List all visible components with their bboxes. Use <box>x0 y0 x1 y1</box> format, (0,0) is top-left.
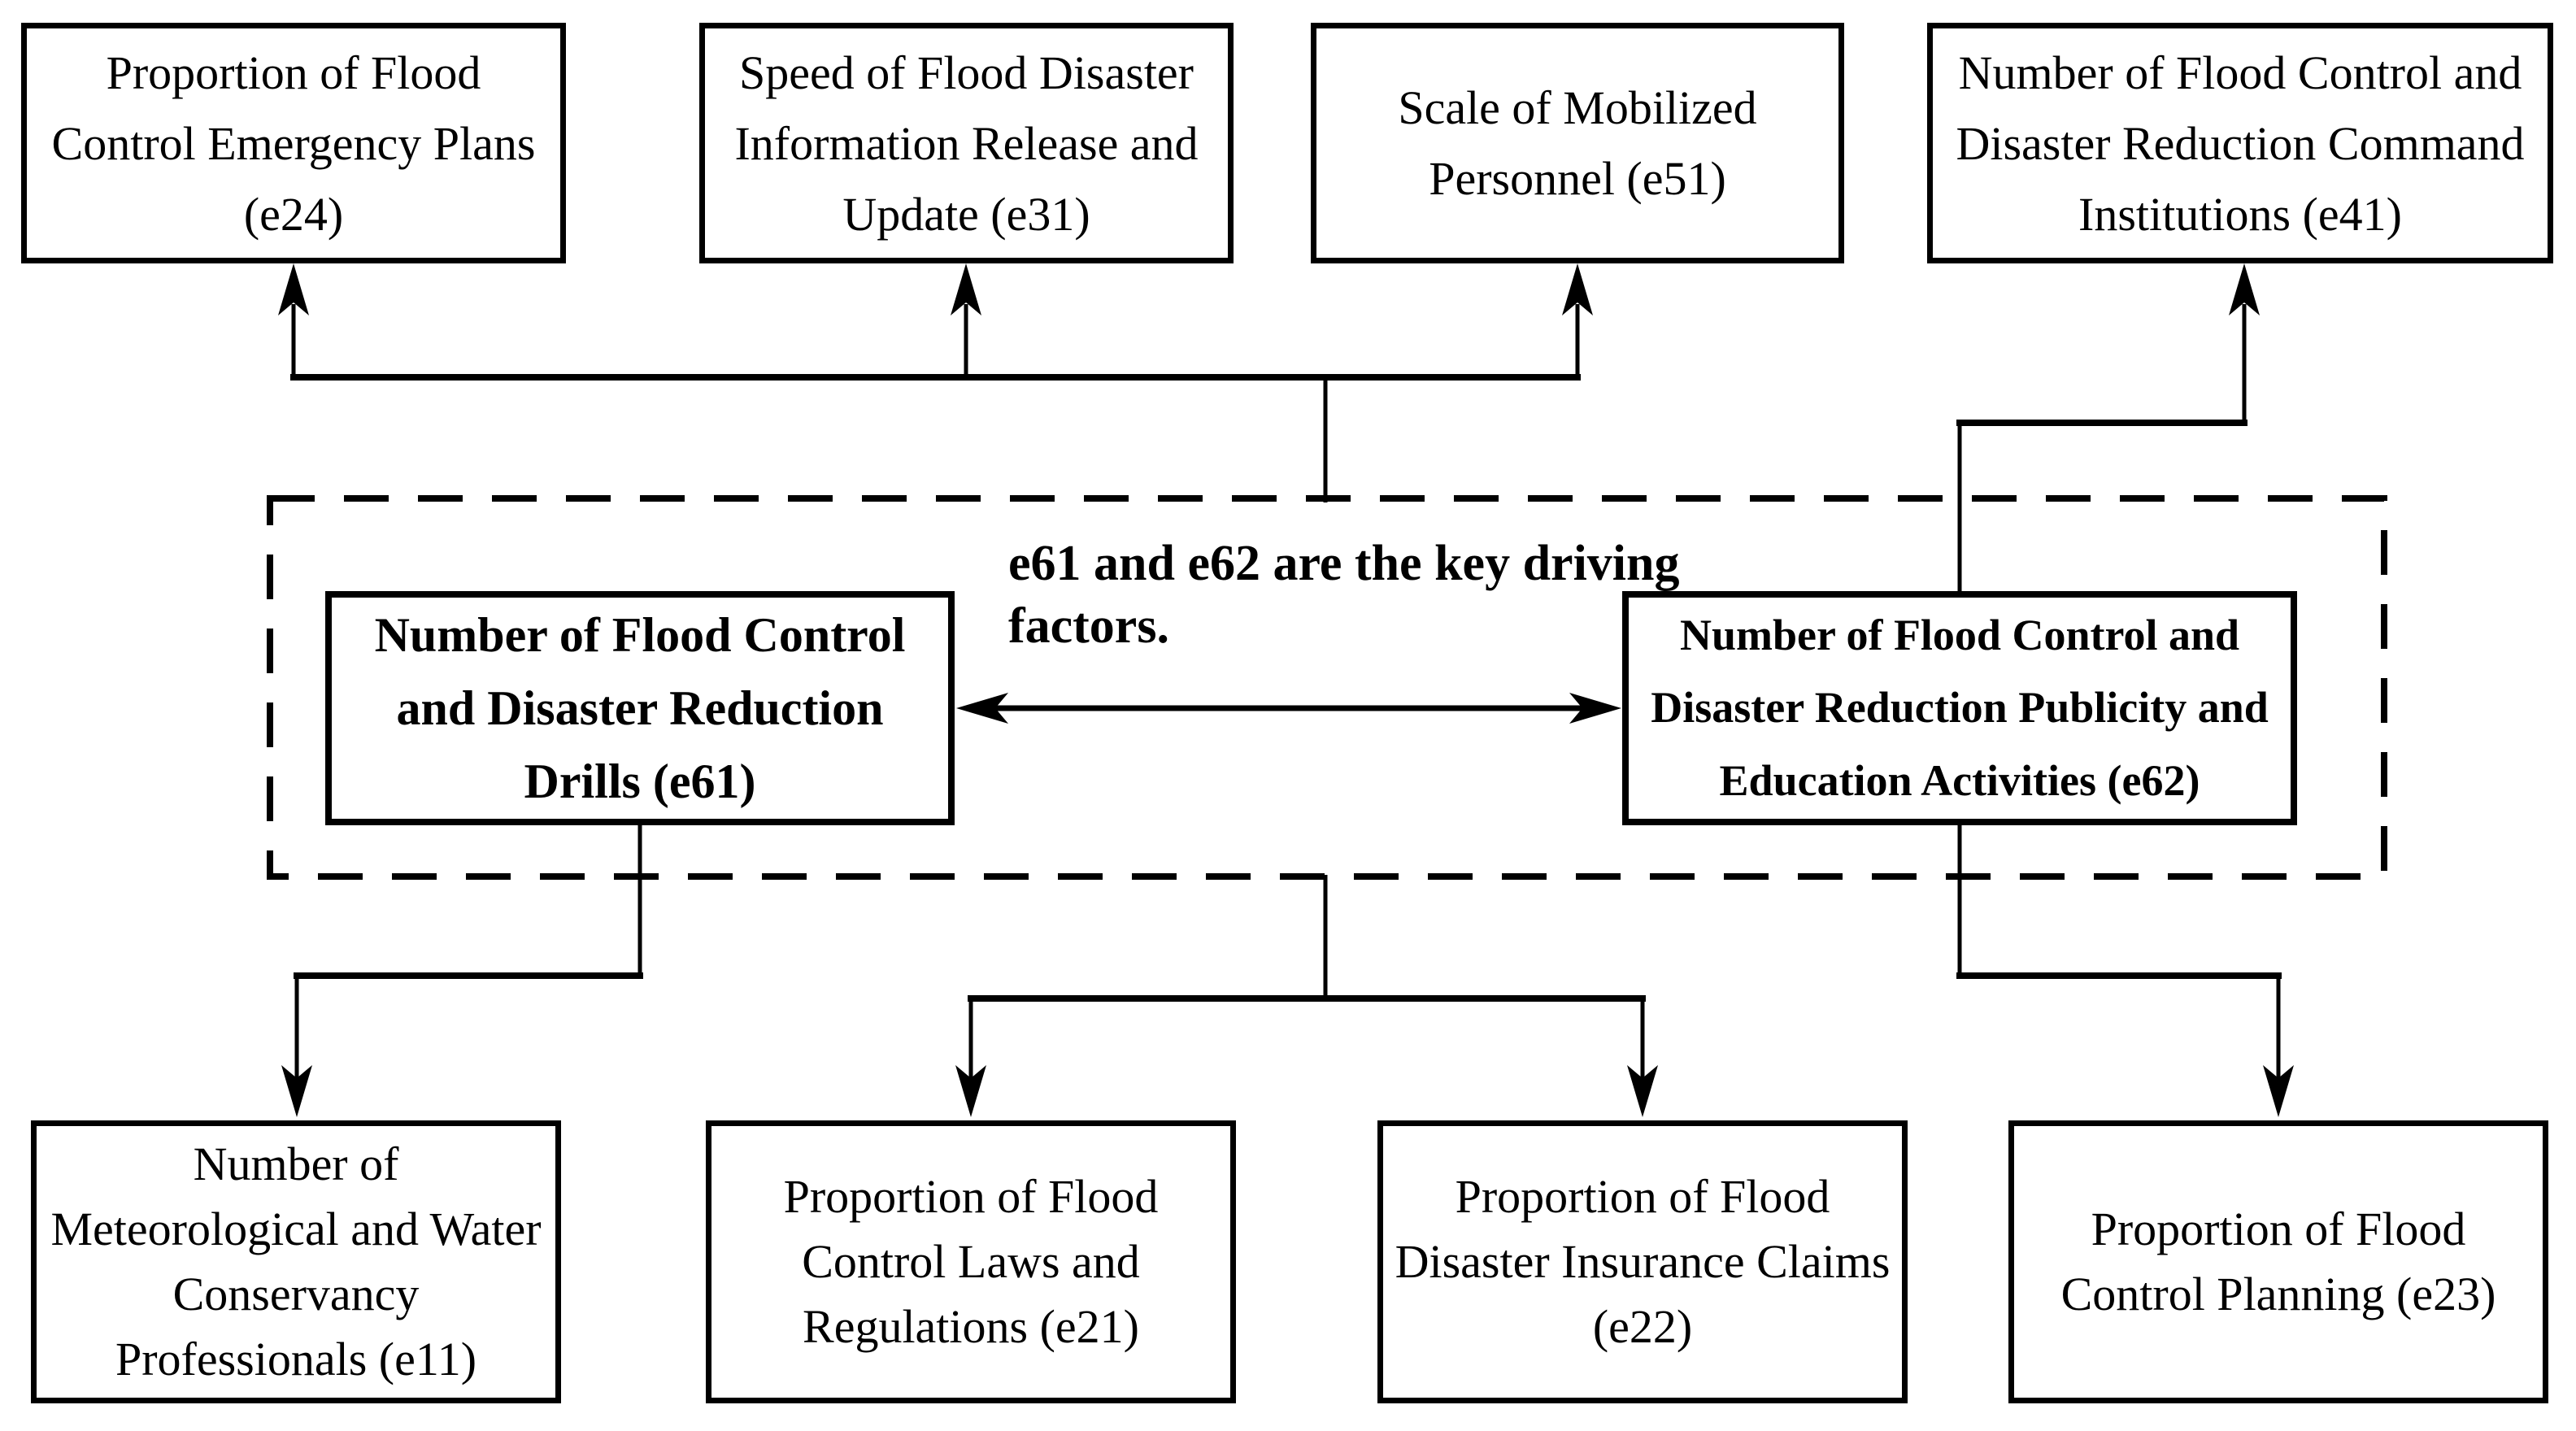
arrowhead-right <box>1569 693 1621 724</box>
box-e24-label: Proportion of Flood Control Emergency Pl… <box>51 46 536 241</box>
box-e31: Speed of Flood Disaster Information Rele… <box>699 23 1234 263</box>
box-e41-label: Number of Flood Control and Disaster Red… <box>1956 46 2525 241</box>
box-e51-label: Scale of Mobilized Personnel (e51) <box>1398 81 1757 205</box>
box-e11: Number of Meteorological and Water Conse… <box>31 1120 561 1403</box>
box-e22-label: Proportion of Flood Disaster Insurance C… <box>1395 1169 1891 1354</box>
connector-e61-to-e11 <box>281 822 643 1117</box>
box-e41: Number of Flood Control and Disaster Red… <box>1927 23 2553 263</box>
connector-e62-to-e41 <box>1956 263 2260 594</box>
box-e62-label: Number of Flood Control and Disaster Red… <box>1651 610 2269 805</box>
key-factors-annotation: e61 and e62 are the key driving factors. <box>1008 536 1680 654</box>
box-e51: Scale of Mobilized Personnel (e51) <box>1311 23 1844 263</box>
box-e31-label: Speed of Flood Disaster Information Rele… <box>734 46 1199 241</box>
box-e21-label: Proportion of Flood Control Laws and Reg… <box>783 1169 1159 1354</box>
arrowhead-to-e51 <box>1562 263 1593 315</box>
box-e24: Proportion of Flood Control Emergency Pl… <box>21 23 566 263</box>
box-e21: Proportion of Flood Control Laws and Reg… <box>706 1120 1236 1403</box>
box-e23-label: Proportion of Flood Control Planning (e2… <box>2060 1202 2496 1320</box>
arrowhead-to-e21 <box>955 1065 986 1117</box>
box-e61-label: Number of Flood Control and Disaster Red… <box>374 608 906 808</box>
box-e61: Number of Flood Control and Disaster Red… <box>325 591 955 825</box>
arrowhead-left <box>956 693 1008 724</box>
arrowhead-to-e22 <box>1627 1065 1658 1117</box>
double-arrow-e61-e62 <box>956 693 1621 724</box>
arrowhead-to-e41 <box>2229 263 2260 315</box>
arrowhead-to-e24 <box>278 263 309 315</box>
box-e62: Number of Flood Control and Disaster Red… <box>1622 591 2297 825</box>
connector-group-to-e21-e22 <box>955 875 1658 1117</box>
box-e22: Proportion of Flood Disaster Insurance C… <box>1377 1120 1908 1403</box>
arrowhead-to-e31 <box>951 263 981 315</box>
box-e11-label: Number of Meteorological and Water Conse… <box>50 1137 542 1386</box>
connector-group-to-top-row <box>278 263 1593 502</box>
box-e23: Proportion of Flood Control Planning (e2… <box>2008 1120 2548 1403</box>
arrowhead-to-e23 <box>2263 1065 2294 1117</box>
connector-e62-to-e23 <box>1956 824 2294 1117</box>
arrowhead-to-e11 <box>281 1065 312 1117</box>
